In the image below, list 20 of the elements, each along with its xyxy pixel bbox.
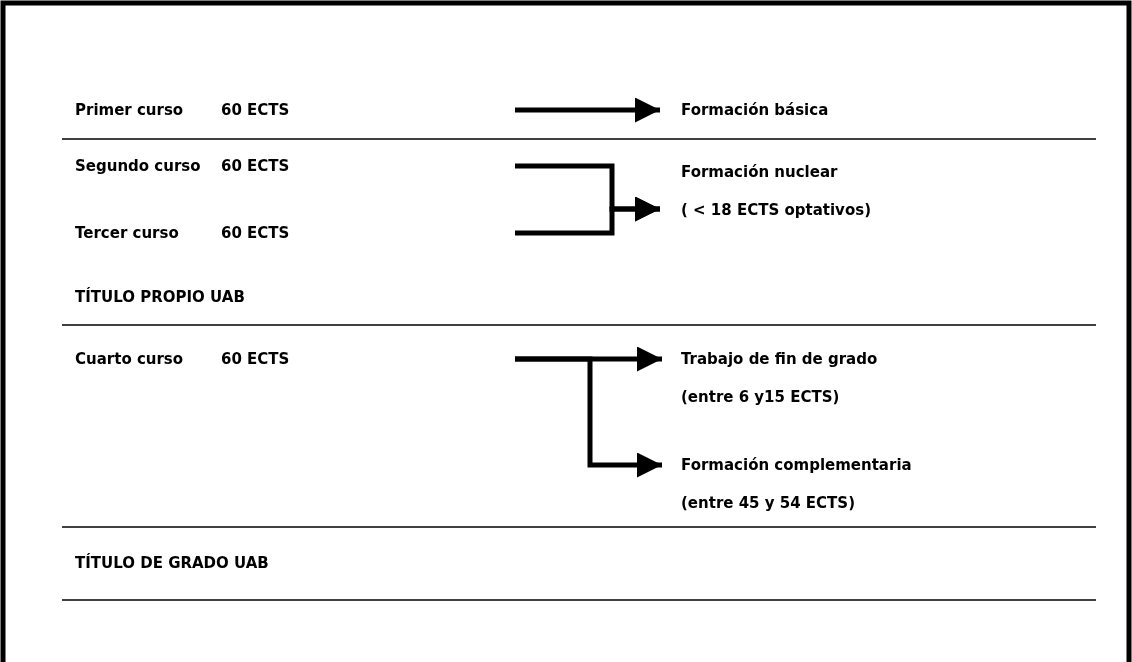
credit-label: 60 ECTS (221, 156, 290, 176)
credit-label: 60 ECTS (221, 223, 290, 243)
module-label: Trabajo de fin de grado (681, 349, 878, 369)
credit-label: 60 ECTS (221, 349, 290, 369)
credit-label: 60 ECTS (221, 100, 290, 120)
module-label: Formación básica (681, 100, 829, 120)
course-label: Segundo curso (75, 156, 201, 176)
degree-title: TÍTULO PROPIO UAB (75, 287, 245, 307)
credit-range-note: ( < 18 ECTS optativos) (681, 200, 871, 220)
arrow (515, 196, 660, 236)
arrow (515, 356, 662, 478)
arrow (515, 97, 660, 123)
credit-range-note: (entre 6 y15 ECTS) (681, 387, 840, 407)
module-label: Formación complementaria (681, 455, 912, 475)
credit-range-note: (entre 45 y 54 ECTS) (681, 493, 855, 513)
course-label: Cuarto curso (75, 349, 184, 369)
course-label: Tercer curso (75, 223, 179, 243)
degree-title: TÍTULO DE GRADO UAB (75, 553, 269, 573)
course-label: Primer curso (75, 100, 184, 120)
module-label: Formación nuclear (681, 162, 838, 182)
